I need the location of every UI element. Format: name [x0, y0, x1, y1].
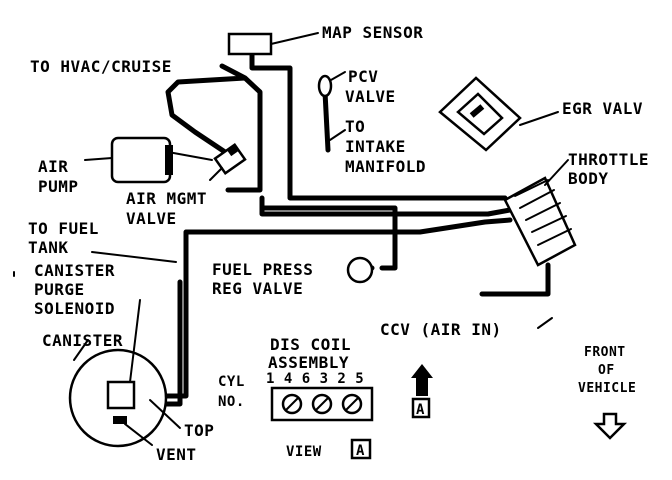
label-to-intake-1: TO [345, 117, 365, 136]
air-pump-to-valve [167, 151, 213, 161]
label-ccv: CCV (AIR IN) [380, 320, 502, 339]
label-air-mgmt-1: AIR MGMT [126, 189, 207, 208]
pcv-valve [317, 74, 333, 98]
label-air-mgmt-2: VALVE [126, 209, 177, 228]
label-dis-coil-2: ASSEMBLY [268, 353, 349, 372]
fuel-tank-leader [91, 251, 177, 263]
label-dis-coil-1: DIS COIL [270, 335, 351, 354]
label-canister-purge-3: SOLENOID [34, 299, 115, 318]
air-mgmt-leader [209, 167, 223, 181]
label-view: VIEW [286, 444, 322, 460]
dis-coil-assembly [270, 386, 374, 422]
label-egr-valve: EGR VALV [562, 99, 643, 118]
label-to-fuel-2: TANK [28, 238, 69, 257]
label-map-sensor: MAP SENSOR [322, 23, 423, 42]
map-sensor-hose [249, 52, 508, 201]
label-fuel-press-2: REG VALVE [212, 279, 303, 298]
map-sensor [227, 32, 273, 56]
top-leader [149, 399, 181, 429]
canister-leader [73, 339, 89, 361]
air-pump-leader [84, 157, 113, 161]
label-air-pump-1: AIR [38, 157, 68, 176]
label-canister-purge-2: PURGE [34, 280, 85, 299]
ccv-hose [479, 262, 551, 297]
label-cyl: CYL [218, 374, 245, 390]
canister-purge-solenoid [106, 380, 136, 410]
canister-vent-port [113, 416, 127, 424]
pcv-hose [322, 89, 331, 153]
pcv-leader [330, 71, 346, 81]
label-top: TOP [184, 421, 214, 440]
label-pcv-2: VALVE [345, 87, 396, 106]
view-arrow-icon [411, 364, 433, 396]
air-pump [110, 136, 173, 184]
hvac-cruise-hose [165, 63, 263, 193]
ccv-leader [537, 317, 553, 329]
label-front-3: VEHICLE [578, 381, 636, 396]
label-front-2: OF [598, 363, 615, 378]
label-canister-purge-1: CANISTER [34, 261, 115, 280]
label-front-1: FRONT [584, 345, 626, 360]
air-management-hose [259, 195, 513, 271]
label-view-letter: A [356, 443, 365, 459]
label-canister: CANISTER [42, 331, 123, 350]
label-arrow-letter: A [416, 402, 425, 418]
purge-leader [129, 299, 141, 383]
label-air-pump-2: PUMP [38, 177, 79, 196]
throttle-leader [544, 159, 569, 186]
throttle-body [503, 176, 577, 267]
label-fuel-press-1: FUEL PRESS [212, 260, 313, 279]
intake-leader [329, 129, 346, 141]
label-to-intake-2: INTAKE [345, 137, 406, 156]
label-throttle-2: BODY [568, 169, 609, 188]
fuel-pressure-regulator [346, 256, 374, 284]
vent-leader [124, 423, 153, 446]
label-pcv-1: PCV [348, 67, 378, 86]
front-arrow-icon [592, 412, 628, 440]
egr-leader [519, 111, 559, 126]
label-throttle-1: THROTTLE [568, 150, 649, 169]
air-management-valve [213, 143, 247, 175]
label-no: NO. [218, 394, 245, 410]
egr-valve [438, 76, 522, 152]
arrow-letter-box [411, 397, 431, 419]
label-to-intake-3: MANIFOLD [345, 157, 426, 176]
label-to-hvac-cruise: TO HVAC/CRUISE [30, 57, 172, 76]
view-letter-box [350, 438, 372, 460]
label-vent: VENT [156, 445, 197, 464]
label-to-fuel-1: TO FUEL [28, 219, 99, 238]
label-cyl-numbers: 1 4 6 3 2 5 [266, 371, 364, 387]
map-sensor-leader [270, 32, 319, 45]
